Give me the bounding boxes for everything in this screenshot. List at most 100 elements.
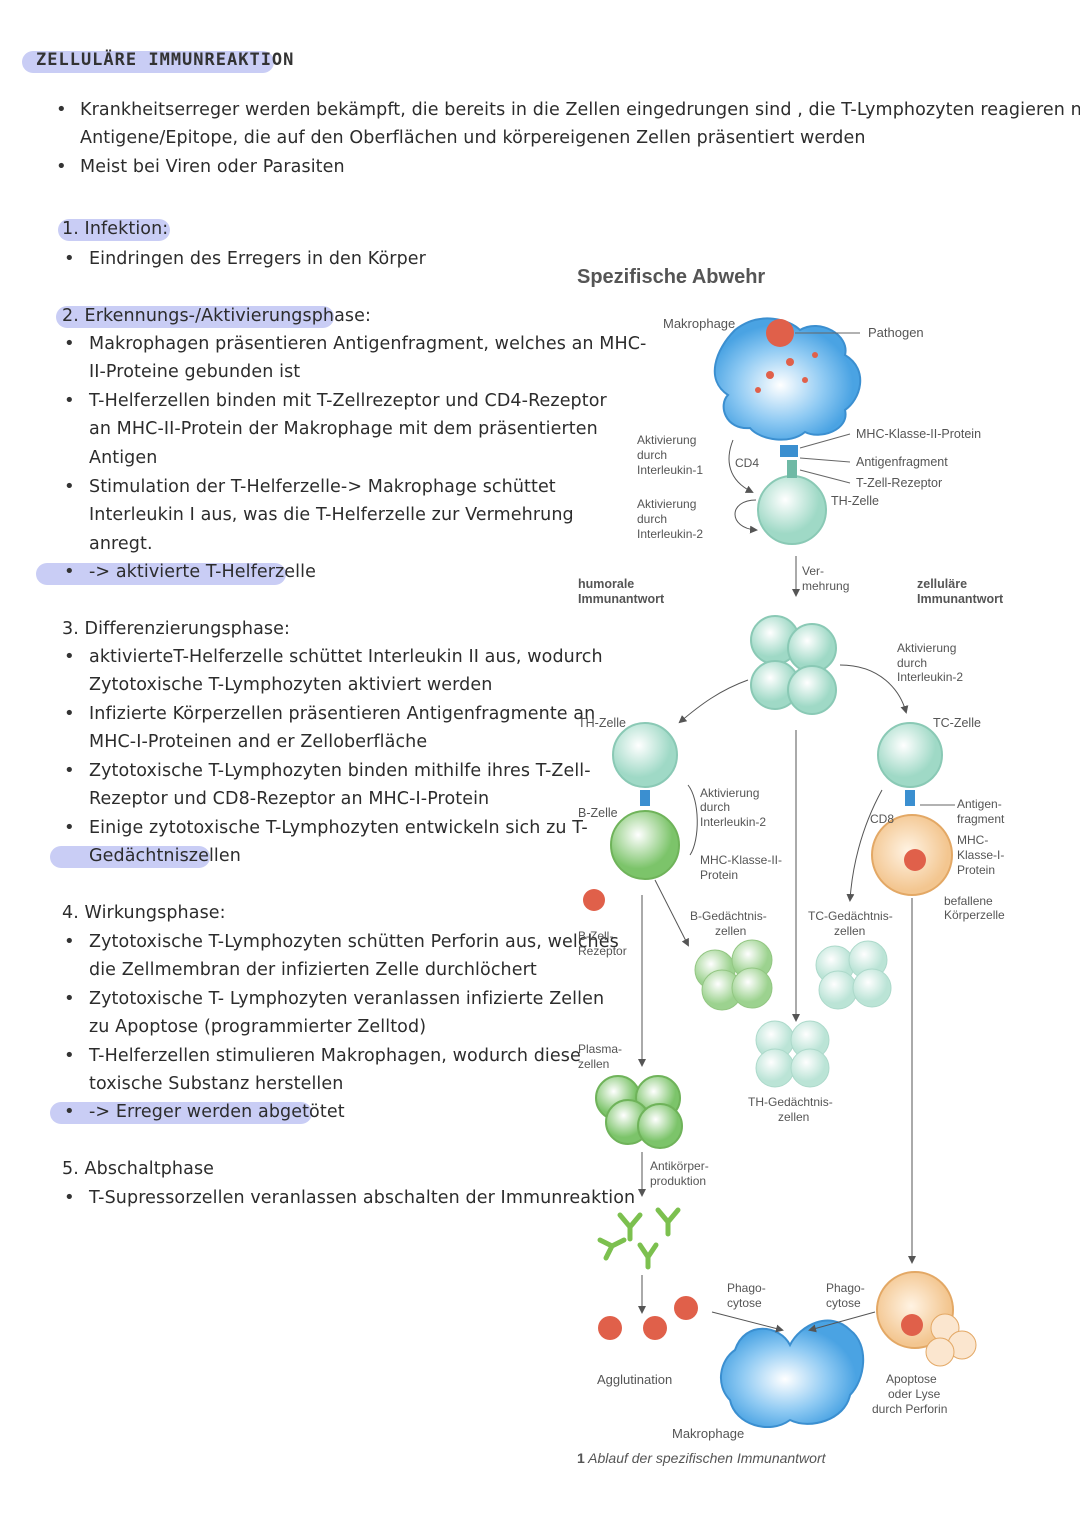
label-th-gedaechtnis: TH-Gedächtnis- xyxy=(748,1095,833,1109)
phase1-highlight xyxy=(58,219,170,241)
phase3-line: Gedächtniszellen xyxy=(89,846,241,866)
label-akt-il1-b: durch xyxy=(637,448,667,462)
bullet: • xyxy=(56,156,67,177)
tc-cell xyxy=(877,722,943,788)
label-th-zelle-left: TH-Zelle xyxy=(578,716,626,730)
th-cell-left xyxy=(612,722,678,788)
label-mhc1-b: Klasse-I- xyxy=(957,848,1004,862)
phase1-heading: 1. Infektion: xyxy=(62,219,169,239)
macrophage-bottom-shape xyxy=(719,1319,865,1429)
label-makrophage-bottom: Makrophage xyxy=(672,1426,744,1441)
phase4-line: -> Erreger werden abgetötet xyxy=(89,1102,345,1122)
label-mhc2-b-2: Protein xyxy=(700,868,738,882)
tc-memory-cells xyxy=(815,940,892,1010)
th-cell-cluster xyxy=(750,615,837,715)
phase3-line: Zytotoxische T-Lymphozyten binden mithil… xyxy=(89,761,591,781)
phase4-line: T-Helferzellen stimulieren Makrophagen, … xyxy=(89,1046,581,1066)
label-bzellrezeptor: B-Zell- xyxy=(578,929,613,943)
label-tc-zelle: TC-Zelle xyxy=(933,716,981,730)
label-befallene-b: Körperzelle xyxy=(944,908,1005,922)
label-phagocytose-1: Phago- xyxy=(727,1281,766,1295)
phase3-heading: 3. Differenzierungsphase: xyxy=(62,619,290,639)
result-highlight-1 xyxy=(36,563,286,585)
intro-line: Antigene/Epitope, die auf den Oberfläche… xyxy=(80,128,866,148)
label-antikoerper-b: produktion xyxy=(650,1174,706,1188)
phase3-line: Zytotoxische T-Lymphozyten aktiviert wer… xyxy=(89,675,493,695)
label-cd4: CD4 xyxy=(735,456,759,470)
figure-caption: 1 Ablauf der spezifischen Immunantwort xyxy=(577,1450,826,1466)
phase2-line: an MHC-II-Protein der Makrophage mit dem… xyxy=(89,419,598,439)
label-mhc2-b: MHC-Klasse-II- xyxy=(700,853,782,867)
phase3-line: Rezeptor und CD8-Rezeptor an MHC-I-Prote… xyxy=(89,789,490,809)
label-b-gedaechtnis-b: zellen xyxy=(715,924,746,938)
label-akt-il2-mid-b: durch xyxy=(700,800,730,814)
label-akt-il2-right: Aktivierung xyxy=(897,641,956,655)
label-pathogen: Pathogen xyxy=(868,325,924,340)
b-cell xyxy=(610,810,680,880)
th-memory-cells xyxy=(755,1020,830,1088)
phase3-line: Infizierte Körperzellen präsentieren Ant… xyxy=(89,704,596,724)
label-tzellrezeptor: T-Zell-Rezeptor xyxy=(856,476,942,490)
bullet: • xyxy=(64,390,75,411)
label-apoptose-b: oder Lyse xyxy=(888,1387,941,1401)
b-memory-cells xyxy=(694,939,773,1011)
phase2-heading: 2. Erkennungs-/Aktivierungsphase: xyxy=(62,306,372,326)
phase2-line: Interleukin I aus, was die T-Helferzelle… xyxy=(89,505,574,525)
pathogen-icon xyxy=(583,889,605,911)
phase5-line: T-Supressorzellen veranlassen abschalten… xyxy=(89,1188,636,1208)
label-apoptose-c: durch Perforin xyxy=(872,1402,947,1416)
bullet: • xyxy=(64,1101,75,1122)
phase2-line: Makrophagen präsentieren Antigenfragment… xyxy=(89,334,647,354)
immune-response-diagram: Makrophage Pathogen CD4 MHC-Klasse-II-Pr… xyxy=(578,316,1005,1441)
antibodies xyxy=(597,1207,681,1270)
phase3-line: aktivierteT-Helferzelle schüttet Interle… xyxy=(89,647,603,667)
bullet: • xyxy=(64,476,75,497)
label-antigenfragment: Antigenfragment xyxy=(856,455,948,469)
label-akt-il2: Aktivierung xyxy=(637,497,696,511)
figure-title: Spezifische Abwehr xyxy=(577,266,766,288)
label-vermehrung-b: mehrung xyxy=(802,579,849,593)
label-bzellrezeptor-b: Rezeptor xyxy=(578,944,627,958)
label-akt-il2-mid-c: Interleukin-2 xyxy=(700,815,766,829)
label-tc-gedaechtnis-b: zellen xyxy=(834,924,865,938)
phase4-line: Zytotoxische T-Lymphozyten schütten Perf… xyxy=(89,932,619,952)
bullet: • xyxy=(64,817,75,838)
label-b-gedaechtnis: B-Gedächtnis- xyxy=(690,909,767,923)
phase4-line: Zytotoxische T- Lymphozyten veranlassen … xyxy=(89,989,605,1009)
bullet: • xyxy=(64,988,75,1009)
label-akt-il2-right-c: Interleukin-2 xyxy=(897,670,963,684)
phase1-line: Eindringen des Erregers in den Körper xyxy=(89,249,426,269)
label-antigen-fragment-b: fragment xyxy=(957,812,1005,826)
phase2-line: anregt. xyxy=(89,534,153,554)
label-th-gedaechtnis-b: zellen xyxy=(778,1110,809,1124)
label-apoptose: Apoptose xyxy=(886,1372,937,1386)
label-plasma: Plasma- xyxy=(578,1042,622,1056)
result-highlight-2 xyxy=(50,846,210,868)
label-agglutination: Agglutination xyxy=(597,1372,672,1387)
label-phagocytose-2-b: cytose xyxy=(826,1296,861,1310)
label-mhc2: MHC-Klasse-II-Protein xyxy=(856,427,981,441)
phase4-line: toxische Substanz herstellen xyxy=(89,1074,344,1094)
label-humorale-b: Immunantwort xyxy=(578,592,665,606)
bullet: • xyxy=(64,931,75,952)
agglutination-cluster xyxy=(598,1296,698,1340)
bullet: • xyxy=(64,561,75,582)
macrophage-top-shape xyxy=(713,317,862,457)
label-akt-il1: Aktivierung xyxy=(637,433,696,447)
label-vermehrung: Ver- xyxy=(802,564,824,578)
label-akt-il2-right-b: durch xyxy=(897,656,927,670)
bullet: • xyxy=(64,1187,75,1208)
label-befallene: befallene xyxy=(944,894,993,908)
bullet: • xyxy=(64,333,75,354)
label-plasma-b: zellen xyxy=(578,1057,609,1071)
label-makrophage-top: Makrophage xyxy=(663,316,735,331)
phase2-highlight xyxy=(56,306,334,328)
bullet: • xyxy=(64,248,75,269)
phase4-heading: 4. Wirkungsphase: xyxy=(62,903,226,923)
label-tc-gedaechtnis: TC-Gedächtnis- xyxy=(808,909,893,923)
label-mhc1-c: Protein xyxy=(957,863,995,877)
phase3-line: MHC-I-Proteinen and er Zelloberfläche xyxy=(89,732,428,752)
label-mhc1: MHC- xyxy=(957,833,988,847)
phase2-line: -> aktivierte T-Helferzelle xyxy=(89,562,316,582)
